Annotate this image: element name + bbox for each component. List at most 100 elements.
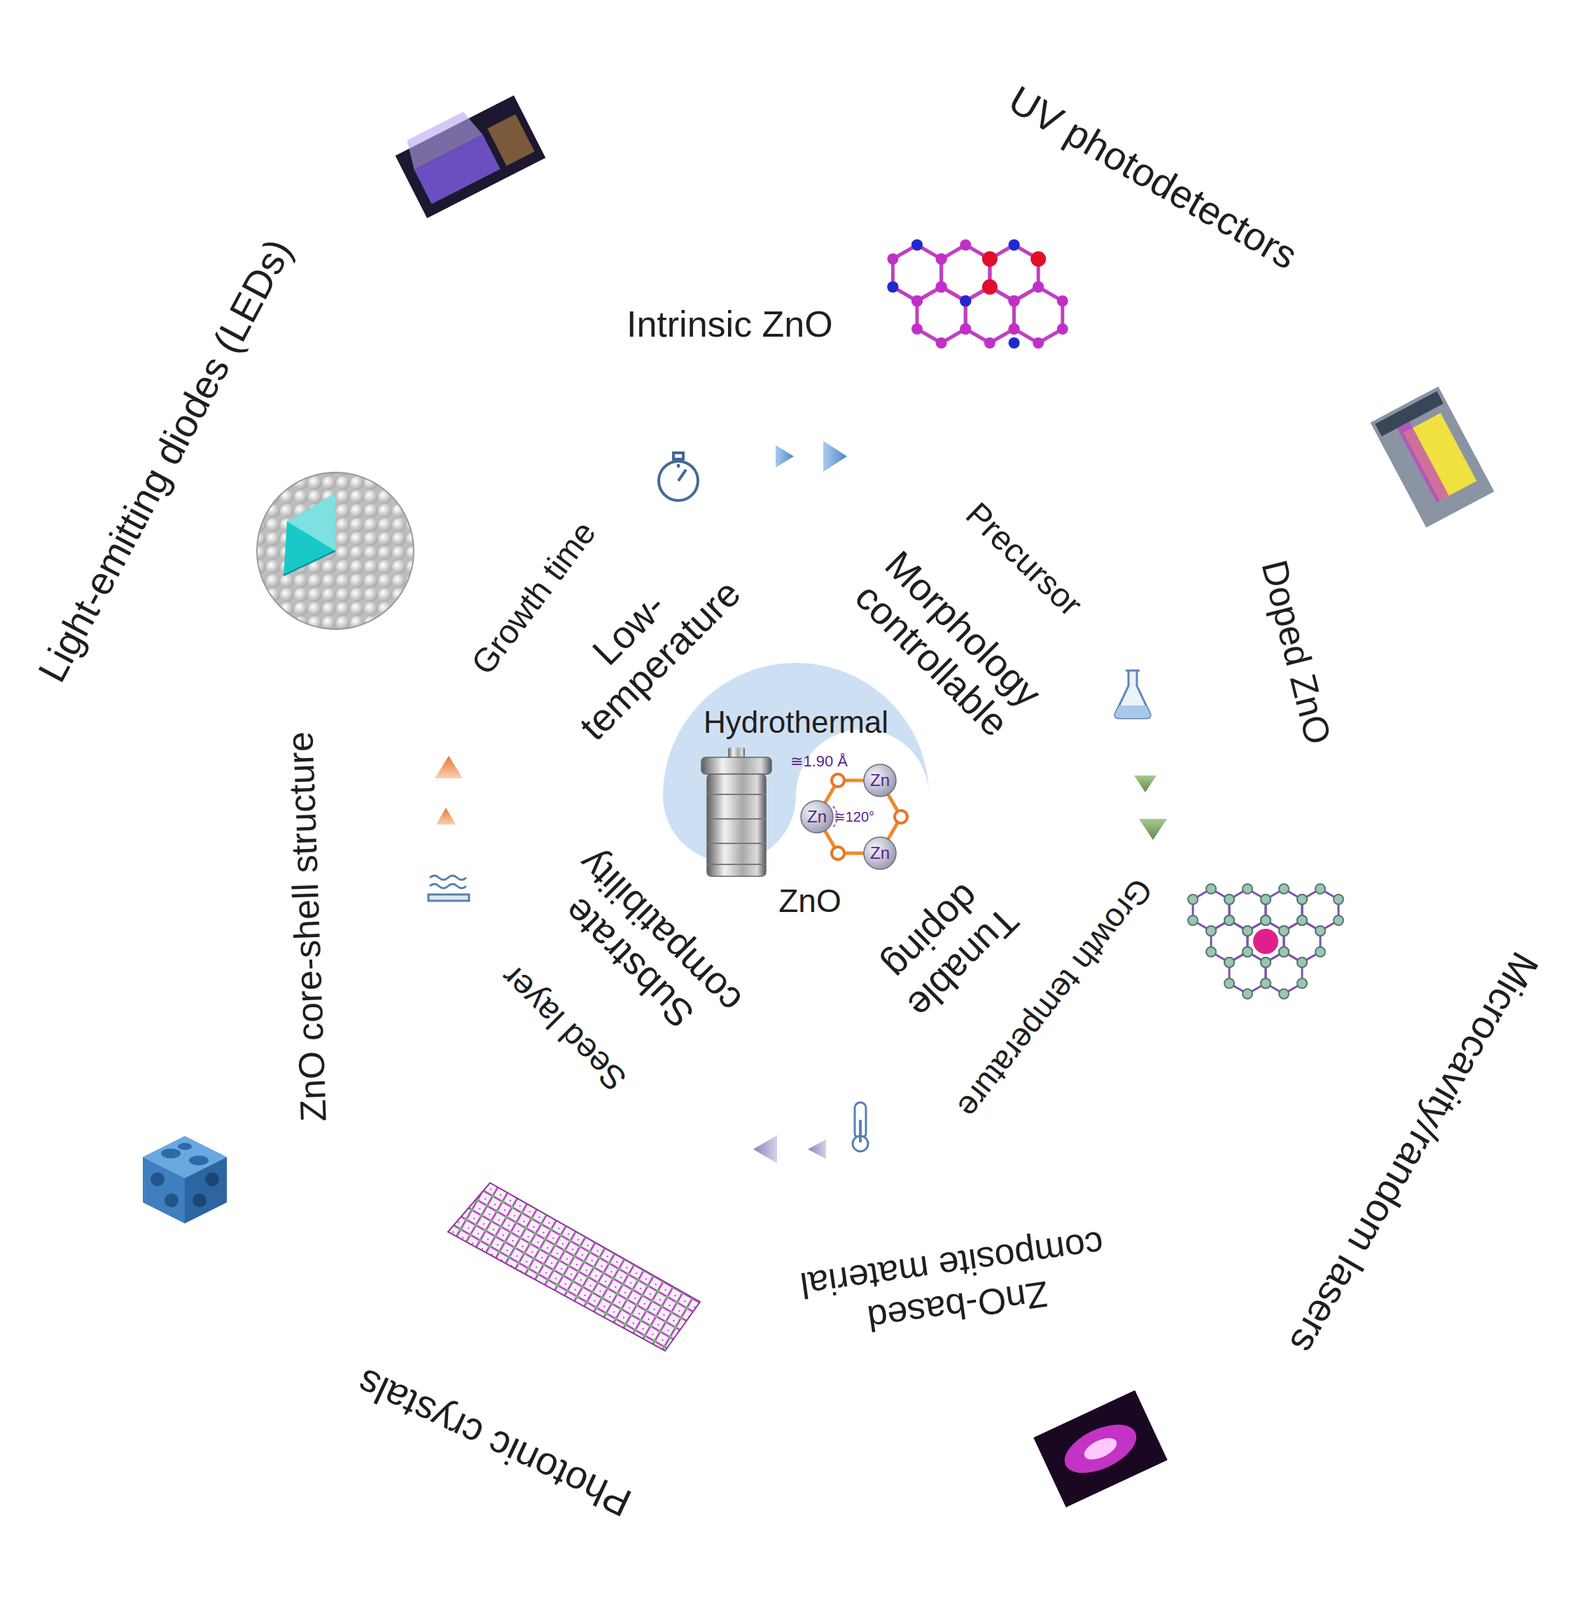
photodetector-photo	[1370, 386, 1495, 528]
autoclave-icon	[707, 794, 766, 865]
flow-arrows	[1134, 775, 1157, 793]
application-arc-shape	[805, 7, 1585, 810]
quadrant-gaps	[791, 932, 801, 1094]
center-title: Hydrothermal	[703, 704, 889, 741]
flow-arrows	[823, 441, 848, 472]
autoclave-icon	[707, 774, 766, 877]
feature-label: Tunable doping	[866, 866, 1027, 1027]
material-panel-shape	[1071, 346, 1431, 1246]
feature-quadrant-outline	[499, 499, 796, 796]
zno-hexagon	[800, 764, 908, 870]
intrinsic-lattice	[886, 281, 899, 293]
intrinsic-lattice	[1008, 337, 1020, 349]
application-arc: Light-emitting diodes (LEDs)	[7, 7, 810, 787]
parameter-label: Seed layer	[492, 958, 634, 1100]
stopwatch-icon	[676, 464, 680, 468]
photonic-cube	[142, 1157, 185, 1224]
application-arc: UV photodetectors	[805, 7, 1585, 810]
parameter-ring: Growth timePrecursorGrowth temperatureSe…	[411, 411, 1181, 1181]
atom-label: ≅1.90 Å	[790, 752, 848, 771]
intrinsic-lattice	[935, 239, 996, 307]
material-label: ZnO core-shell structure	[279, 730, 335, 1123]
zno-hexagon	[800, 800, 834, 834]
seed-layer-icon	[428, 894, 470, 901]
photonic-cube	[164, 1193, 179, 1208]
center-emblem	[658, 658, 934, 934]
application-arc-outline	[9, 783, 785, 1584]
center-title: ZnO	[778, 882, 841, 920]
material-panel-outline	[348, 163, 1244, 519]
intrinsic-lattice	[1008, 239, 1020, 251]
zno-hexagon	[863, 837, 897, 870]
stopwatch-icon	[678, 469, 687, 481]
laser-photo	[1033, 1390, 1167, 1508]
photonic-cube	[161, 1148, 181, 1159]
stopwatch-icon	[673, 452, 684, 460]
application-label: UV photodetectors	[1001, 77, 1305, 279]
intrinsic-lattice	[886, 239, 1068, 349]
seed-layer-icon	[429, 884, 467, 889]
parameter-ring-shape	[411, 411, 1181, 1181]
laser-photo	[1057, 1414, 1144, 1483]
laser-photo	[1033, 1390, 1167, 1508]
center-emblem	[658, 658, 934, 934]
center-circle: HydrothermalZnO	[656, 656, 936, 936]
led-device-photo	[487, 114, 535, 166]
zno-hexagon	[831, 774, 845, 787]
atom-label: Zn	[807, 807, 827, 827]
quadrant-gaps	[791, 498, 801, 660]
core-shell-sphere	[287, 493, 336, 551]
intrinsic-lattice	[911, 239, 923, 251]
doped-lattice	[1224, 947, 1271, 999]
thermometer-icon	[858, 1120, 862, 1143]
intrinsic-lattice	[911, 281, 971, 349]
material-panel: ZnO core-shell structure	[161, 346, 521, 1246]
material-panel: Doped ZnO	[1071, 346, 1431, 1246]
intrinsic-lattice	[959, 295, 971, 307]
material-label: Doped ZnO	[1253, 556, 1340, 750]
flow-arrows	[753, 1135, 778, 1164]
zno-hexagon	[831, 847, 845, 860]
application-arc-shape	[781, 805, 1585, 1585]
flow-arrows	[1138, 819, 1167, 841]
flow-arrows	[436, 807, 456, 825]
doped-lattice	[1187, 884, 1344, 999]
photonic-cube	[205, 1172, 220, 1187]
quadrant-gaps	[932, 791, 1094, 801]
center-circle-outline	[658, 658, 934, 934]
composite-crystal	[448, 1183, 701, 1352]
application-arc-shape	[7, 7, 810, 787]
flask-icon	[1115, 670, 1151, 719]
core-shell-sphere	[283, 493, 336, 576]
feature-quadrant: Tunable doping	[794, 794, 1094, 1094]
flow-arrows	[434, 441, 1167, 1164]
parameter-label: Precursor	[958, 494, 1090, 624]
photonic-cube	[150, 1172, 165, 1187]
material-panel-shape	[161, 346, 521, 1246]
application-arc: Photonic crystals	[7, 781, 787, 1585]
doped-lattice	[1253, 928, 1279, 955]
feature-quadrant-outline	[795, 499, 1093, 796]
core-shell-sphere	[256, 472, 414, 630]
atom-label: ≅120°	[833, 809, 875, 826]
core-shell-sphere	[283, 550, 336, 576]
material-label: ZnO-based composite material	[797, 1222, 1113, 1348]
material-label: Intrinsic ZnO	[626, 303, 834, 346]
intrinsic-lattice	[1008, 281, 1069, 349]
photonic-cube	[189, 1155, 209, 1166]
material-panel: ZnO-based composite material	[346, 1071, 1246, 1431]
intrinsic-lattice	[982, 279, 998, 295]
zno-hexagon	[894, 810, 908, 824]
photodetector-photo	[1370, 386, 1495, 528]
feature-quadrant-outline	[795, 795, 1093, 1093]
flow-arrows	[434, 756, 463, 779]
application-arc: Microcavity/random lasers	[781, 805, 1585, 1585]
photonic-cube	[177, 1143, 192, 1151]
material-panel-outline	[1073, 348, 1429, 1244]
application-arc-outline	[783, 807, 1584, 1583]
seed-layer-icon	[428, 875, 470, 901]
laser-photo	[1080, 1434, 1120, 1465]
material-panel-outline	[163, 348, 519, 1244]
application-label: Photonic crystals	[350, 1360, 639, 1527]
